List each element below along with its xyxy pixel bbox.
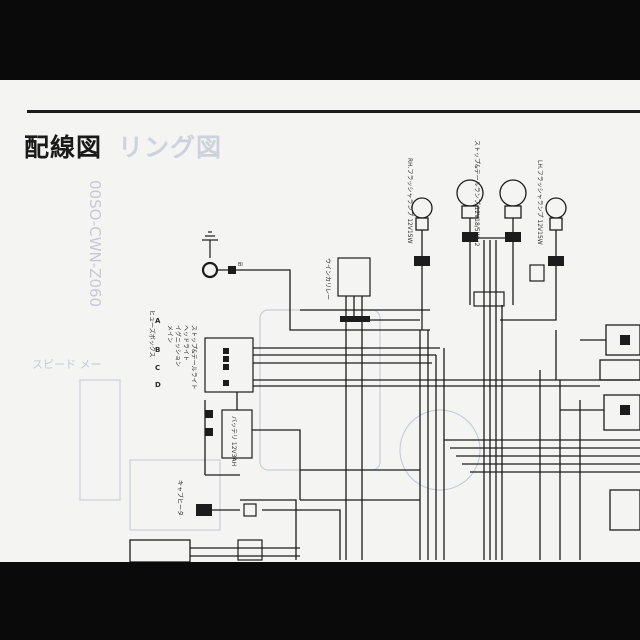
carb-heater-label: キャブヒータ bbox=[176, 480, 184, 516]
wiring-diagram: 00SO-CWN-Z060 スピード メー RH.フラッシャランプ 12V15W bbox=[32, 140, 640, 562]
page-title: 配線図 bbox=[24, 133, 103, 162]
lamp-stop-tail-right bbox=[499, 179, 527, 219]
fuse-item-2: イグニッション bbox=[174, 325, 182, 367]
wiring-diagram-page: 配線図 リング図 00SO-CWN-Z060 スピード メー RH.フラッシャラ… bbox=[0, 80, 640, 562]
lamp-stop-tail-label: ストップ&テールランプ 12V18/5W×2 bbox=[473, 140, 480, 247]
fuse-letter-b: B bbox=[155, 346, 160, 354]
fuse-box-label: ヒューズボックス bbox=[148, 310, 156, 358]
fuse-letter-d: D bbox=[155, 381, 161, 389]
fuse-item-4: ストップ&テールライト bbox=[190, 325, 197, 390]
fuse-box bbox=[204, 337, 254, 393]
ghost-part-number: 00SO-CWN-Z060 bbox=[86, 180, 104, 307]
ghost-speed-label: スピード メー bbox=[32, 358, 102, 371]
fuse-letter-a: A bbox=[155, 317, 161, 325]
wire-code-label: BI bbox=[238, 262, 243, 268]
fuse-item-3: ヘッドライト bbox=[182, 325, 189, 361]
fuse-item-1: メイン bbox=[166, 325, 173, 343]
lamp-right-winker bbox=[411, 197, 433, 231]
winker-relay-label: ウインカリレー bbox=[324, 258, 332, 300]
bleed-through-title: リング図 bbox=[118, 133, 223, 162]
connectors bbox=[205, 232, 630, 561]
ground-symbol bbox=[201, 231, 219, 279]
header-rule bbox=[27, 110, 640, 113]
winker-relay-box bbox=[337, 257, 371, 297]
fuse-letter-c: C bbox=[155, 364, 160, 372]
lamp-left-winker bbox=[545, 197, 567, 231]
ghost-shapes bbox=[79, 309, 481, 531]
lamp-left-winker-label: LH.フラッシャランプ 12V15W bbox=[536, 160, 543, 245]
carb-heater-connector bbox=[196, 504, 212, 516]
lamp-right-winker-label: RH.フラッシャランプ 12V15W bbox=[406, 158, 413, 244]
wiring-harness bbox=[129, 218, 640, 562]
battery-label: バッテリ 12V3AH bbox=[230, 416, 237, 466]
